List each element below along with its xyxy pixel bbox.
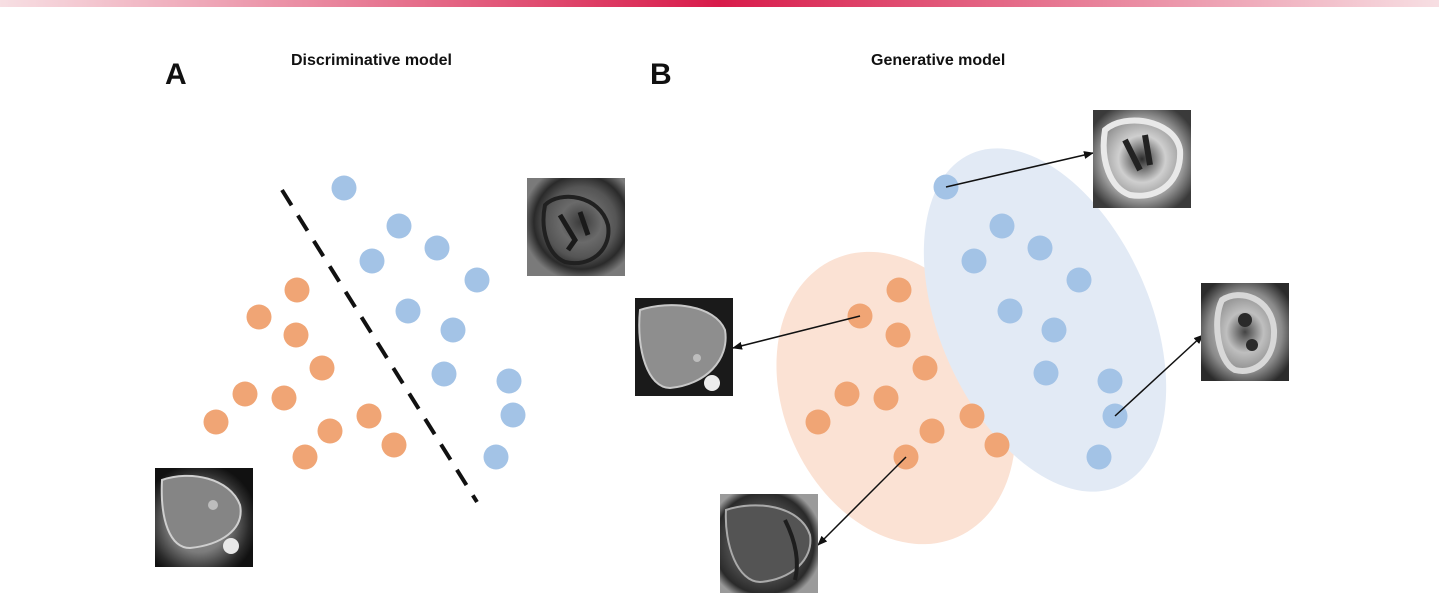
panel-a-diagram [155, 175, 625, 567]
liver-data-point [292, 444, 318, 470]
kidney-data-point [500, 402, 526, 428]
decision-boundary-line [280, 188, 479, 504]
liver-data-point [271, 385, 297, 411]
kidney-data-point [1027, 235, 1053, 261]
arrow-to-kidney-ct [945, 151, 1094, 188]
liver-data-point [356, 403, 382, 429]
liver-data-point [805, 409, 831, 435]
panel-b-kidney-points [933, 174, 1128, 470]
kidney-data-point [386, 213, 412, 239]
panel-b-title: Generative model [871, 52, 1006, 69]
liver-data-point [984, 432, 1010, 458]
kidney-data-point [431, 361, 457, 387]
liver-data-point [959, 403, 985, 429]
panel-b-letter: B [650, 58, 672, 91]
arrow-to-kidney-ct-contrast [1114, 334, 1204, 417]
liver-data-point [309, 355, 335, 381]
liver-data-point [834, 381, 860, 407]
liver-data-point [284, 277, 310, 303]
panel-a-letter: A [165, 58, 187, 91]
panel-b-diagram [635, 110, 1289, 593]
kidney-data-point [1041, 317, 1067, 343]
arrow-to-liver-ct [732, 315, 861, 350]
panel-a-liver-points [203, 277, 407, 470]
kidney-data-point [989, 213, 1015, 239]
liver-ct-thumbnail-b [635, 298, 733, 396]
kidney-data-point [483, 444, 509, 470]
panel-a-kidney-points [331, 175, 526, 470]
kidney-ct-thumbnail [1093, 110, 1191, 208]
liver-data-point [317, 418, 343, 444]
kidney-data-point [961, 248, 987, 274]
kidney-data-point [997, 298, 1023, 324]
kidney-data-point [1066, 267, 1092, 293]
kidney-mri-thumbnail [527, 178, 625, 276]
kidney-data-point [496, 368, 522, 394]
kidney-data-point [440, 317, 466, 343]
liver-data-point [886, 277, 912, 303]
top-accent-bar [0, 0, 1439, 7]
liver-data-point [283, 322, 309, 348]
liver-data-point [203, 409, 229, 435]
liver-data-point [873, 385, 899, 411]
kidney-data-point [424, 235, 450, 261]
liver-data-point [232, 381, 258, 407]
liver-mri-thumbnail [720, 494, 818, 593]
arrow-to-liver-mri [817, 456, 907, 546]
panel-a-title: Discriminative model [291, 52, 452, 69]
liver-data-point [885, 322, 911, 348]
kidney-data-point [359, 248, 385, 274]
kidney-data-point [1086, 444, 1112, 470]
liver-data-point [919, 418, 945, 444]
kidney-data-point [1033, 360, 1059, 386]
kidney-distribution-ellipse [923, 148, 1167, 492]
kidney-data-point [464, 267, 490, 293]
kidney-ct-contrast-thumbnail [1201, 283, 1289, 381]
liver-data-point [246, 304, 272, 330]
panel-b-liver-points [805, 277, 1010, 470]
kidney-data-point [1097, 368, 1123, 394]
liver-data-point [912, 355, 938, 381]
liver-data-point [381, 432, 407, 458]
kidney-data-point [395, 298, 421, 324]
liver-ct-thumbnail-a [155, 468, 253, 567]
kidney-data-point [331, 175, 357, 201]
